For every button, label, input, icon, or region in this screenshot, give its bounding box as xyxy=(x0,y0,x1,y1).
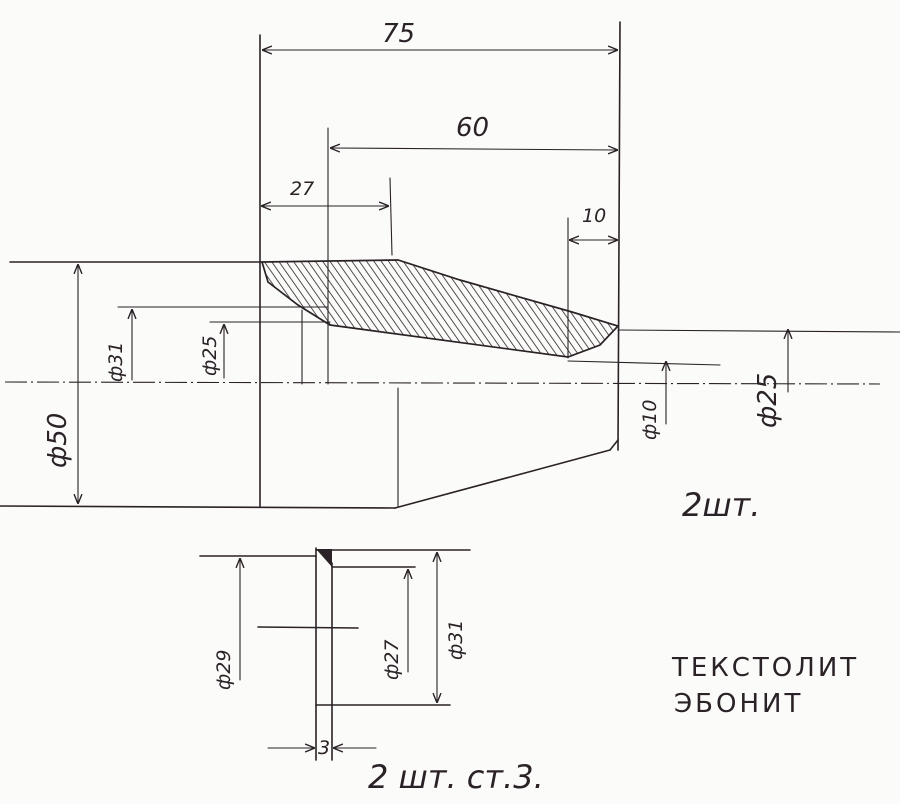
outline xyxy=(257,626,359,629)
dim-dia50-label: ф50 xyxy=(43,413,73,468)
dim-27-label: 27 xyxy=(290,178,314,200)
dim-60-label: 60 xyxy=(456,113,489,143)
material-2: ЭБОНИТ xyxy=(674,689,803,719)
outline xyxy=(0,505,396,509)
materials-note: ТЕКСТОЛИТ ЭБОНИТ xyxy=(671,653,859,719)
dim-60-line xyxy=(331,148,617,150)
extension-line xyxy=(389,177,393,256)
part2-view: ф29 ф27 ф31 3 2 шт. ст.3. xyxy=(199,547,544,796)
dim-dia31-label: ф31 xyxy=(105,342,127,382)
dim-dia29-label: ф29 xyxy=(213,650,235,690)
dim-dia27-label: ф27 xyxy=(381,640,403,680)
material-1: ТЕКСТОЛИТ xyxy=(671,653,859,683)
hatched-section xyxy=(260,259,620,358)
dim-dia25-inner-label: ф25 xyxy=(199,336,221,376)
part1-view: 75 60 27 10 ф50 ф31 ф25 ф10 ф25 2шт. xyxy=(0,19,900,524)
outline xyxy=(617,329,900,333)
cone-lower xyxy=(394,449,611,509)
right-face xyxy=(617,21,621,451)
center-axis xyxy=(4,381,881,385)
part2-quantity: 2 шт. ст.3. xyxy=(368,758,544,796)
dim-dia31-label: ф31 xyxy=(445,620,467,660)
chamfer xyxy=(316,549,332,567)
outline xyxy=(609,439,619,451)
dim-3-label: 3 xyxy=(318,737,330,759)
dim-dia10-label: ф10 xyxy=(639,400,661,440)
dim-dia25-outer-label: ф25 xyxy=(753,373,783,428)
dim-10-label: 10 xyxy=(582,205,606,227)
part1-quantity: 2шт. xyxy=(682,486,760,524)
dim-75-label: 75 xyxy=(382,19,415,49)
bore-line xyxy=(567,360,721,366)
